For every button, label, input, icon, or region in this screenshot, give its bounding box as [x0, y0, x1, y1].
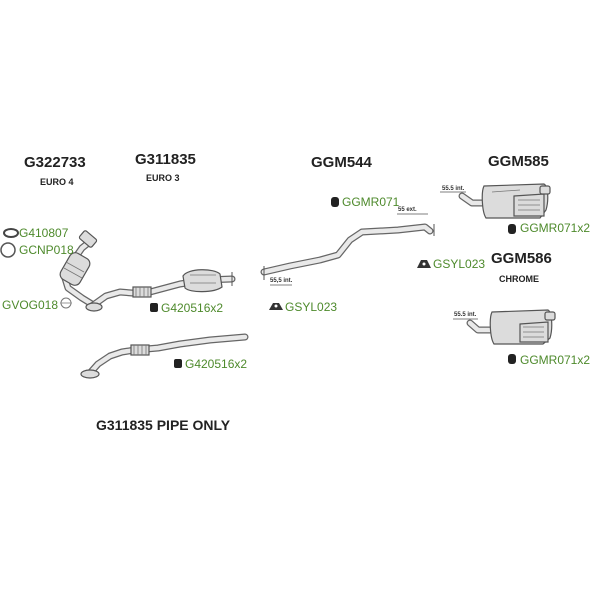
clamp-icon-2 [174, 359, 182, 368]
part-ggmr071[interactable]: GGMR071 [342, 195, 400, 209]
hanger-icon-1 [269, 303, 283, 310]
dimension-55-5-int-b: 55.5 int. [442, 186, 465, 192]
part-ggmr071x2-a[interactable]: GGMR071x2 [520, 221, 591, 235]
rubber-mount-icon-2 [508, 224, 516, 234]
ggm586-rear-silencer[interactable] [466, 309, 556, 345]
clamp-icon-1 [150, 303, 158, 312]
rubber-mount-icon-1 [331, 197, 339, 207]
ggm585-title: GGM585 [488, 153, 549, 170]
dimension-lines [270, 191, 478, 320]
gasket-icon [3, 228, 19, 238]
pipe-only-title: G311835 PIPE ONLY [96, 417, 231, 433]
g311835-pipe-only[interactable] [80, 333, 249, 379]
g311835-title: G311835 [135, 151, 196, 168]
euro3-label: EURO 3 [146, 173, 180, 183]
clamp-ring-icon [0, 242, 16, 258]
ggm586-title: GGM586 [491, 250, 552, 267]
rubber-mount-icon-3 [508, 354, 516, 364]
oxygen-sensor-icon [60, 297, 72, 309]
dimension-55-ext: 55 ext. [398, 207, 417, 213]
chrome-label: CHROME [499, 274, 539, 284]
part-gvog018[interactable]: GVOG018 [2, 298, 59, 312]
ggm544-center-pipe[interactable] [260, 223, 435, 280]
ggm544-title: GGM544 [311, 154, 372, 171]
part-ggmr071x2-b[interactable]: GGMR071x2 [520, 353, 591, 367]
g311835-pipe[interactable] [85, 269, 236, 312]
part-g420516-b[interactable]: G420516x2 [185, 357, 248, 371]
ggm585-rear-silencer[interactable] [458, 183, 551, 219]
part-gcnp018[interactable]: GCNP018 [19, 243, 74, 257]
part-g420516-a[interactable]: G420516x2 [161, 301, 224, 315]
dimension-55-5-int-c: 55.5 int. [454, 312, 477, 318]
g322733-title: G322733 [24, 154, 86, 171]
euro4-label: EURO 4 [40, 177, 74, 187]
part-g410807[interactable]: G410807 [19, 226, 69, 240]
hanger-icon-2 [417, 260, 431, 268]
g322733-downpipe[interactable] [58, 230, 99, 310]
part-gsyl023-b[interactable]: GSYL023 [433, 257, 486, 271]
part-gsyl023-a[interactable]: GSYL023 [285, 300, 338, 314]
dimension-55-5-int-a: 55,5 int. [270, 278, 293, 284]
